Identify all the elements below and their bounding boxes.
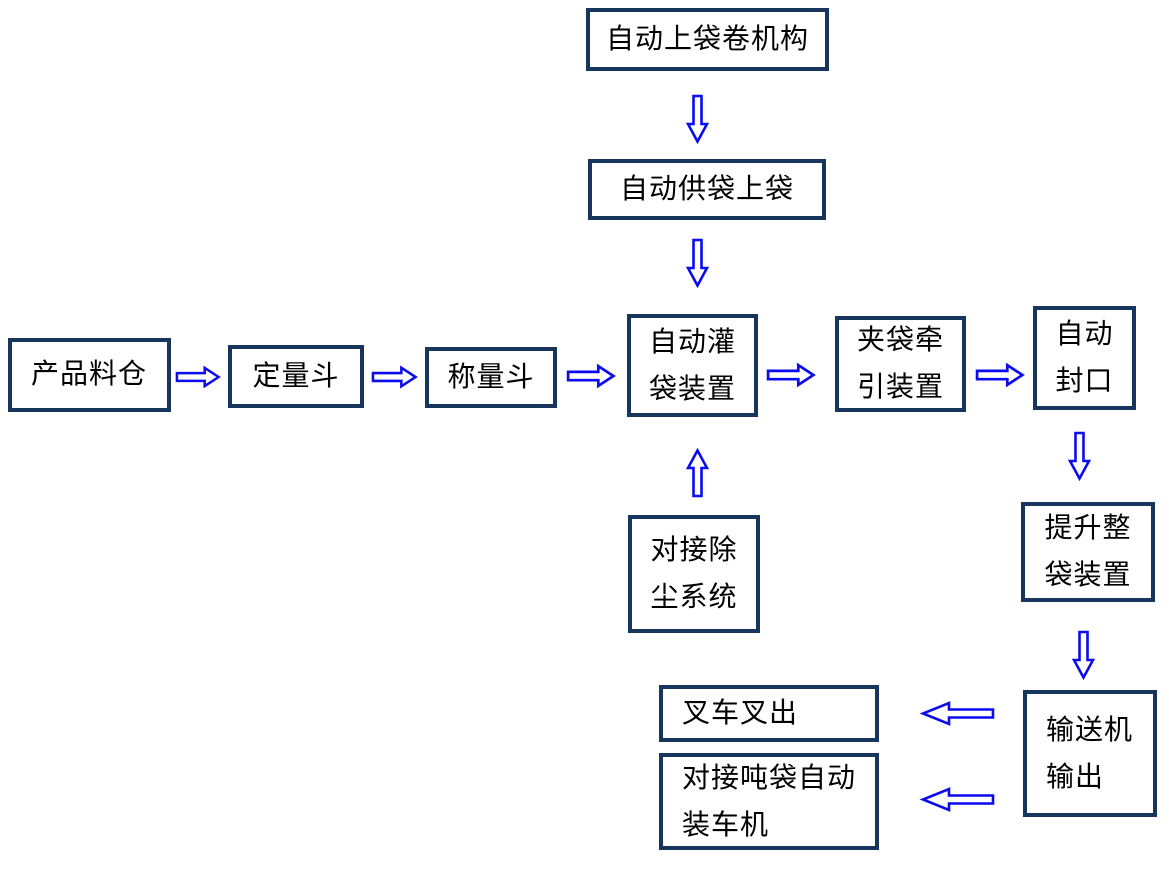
flow-arrow-right-icon bbox=[975, 362, 1025, 388]
node-label: 输出 bbox=[1046, 761, 1105, 793]
node-label-group: 产品料仓 bbox=[31, 358, 147, 392]
node-label: 尘系统 bbox=[650, 582, 738, 613]
flow-arrow-down-icon bbox=[1072, 630, 1095, 680]
node-label-group: 对接除 尘系统 bbox=[650, 527, 737, 621]
node-label: 产品料仓 bbox=[31, 359, 148, 390]
node-label: 叉车叉出 bbox=[682, 697, 799, 729]
node-dust-removal-system: 对接除 尘系统 bbox=[628, 515, 760, 633]
node-label: 对接吨袋自动 bbox=[682, 762, 857, 794]
node-label-group: 称量斗 bbox=[447, 361, 534, 395]
flow-arrow-right-icon bbox=[175, 365, 221, 389]
node-label-group: 自动 封口 bbox=[1055, 311, 1113, 405]
node-dosing-hopper: 定量斗 bbox=[228, 345, 364, 408]
node-label: 封口 bbox=[1055, 366, 1114, 397]
flow-arrow-right-icon bbox=[371, 365, 418, 389]
flow-arrow-down-icon bbox=[1068, 431, 1091, 482]
node-weighing-hopper: 称量斗 bbox=[425, 347, 557, 408]
node-label: 定量斗 bbox=[252, 360, 340, 392]
node-auto-sealing: 自动 封口 bbox=[1033, 306, 1136, 410]
node-label-group: 自动上袋卷机构 bbox=[606, 23, 809, 57]
node-forklift-out: 叉车叉出 bbox=[659, 685, 879, 742]
node-bag-clamp-traction-device: 夹袋牵 引装置 bbox=[835, 316, 966, 412]
node-label: 称量斗 bbox=[447, 361, 535, 393]
node-label-group: 自动灌 袋装置 bbox=[649, 319, 736, 413]
node-bag-roll-mechanism: 自动上袋卷机构 bbox=[586, 8, 829, 71]
flow-arrow-left-icon bbox=[919, 701, 995, 726]
node-label-group: 定量斗 bbox=[252, 360, 339, 394]
node-label: 袋装置 bbox=[648, 373, 736, 405]
flow-arrow-up-icon bbox=[686, 448, 709, 498]
node-label-group: 输送机 输出 bbox=[1046, 707, 1133, 801]
node-label-group: 自动供袋上袋 bbox=[620, 173, 794, 207]
node-ton-bag-truck-loader: 对接吨袋自动 装车机 bbox=[659, 753, 879, 850]
node-label: 自动供袋上袋 bbox=[619, 173, 794, 205]
node-label: 装车机 bbox=[682, 809, 770, 841]
flow-arrow-down-icon bbox=[686, 94, 709, 144]
node-label: 自动灌 bbox=[648, 326, 736, 358]
node-conveyor-output: 输送机 输出 bbox=[1023, 690, 1157, 817]
node-label: 夹袋牵 bbox=[856, 325, 944, 356]
flow-arrow-right-icon bbox=[766, 362, 816, 388]
node-label-group: 夹袋牵 引装置 bbox=[857, 317, 944, 411]
node-label-group: 对接吨袋自动 装车机 bbox=[682, 755, 856, 849]
node-label: 自动上袋卷机构 bbox=[605, 23, 809, 55]
node-bag-supply: 自动供袋上袋 bbox=[588, 159, 826, 220]
flow-arrow-down-icon bbox=[686, 238, 709, 288]
node-label: 袋装置 bbox=[1044, 560, 1132, 591]
flow-arrow-left-icon bbox=[919, 787, 995, 812]
node-label: 输送机 bbox=[1046, 714, 1134, 746]
node-bag-lifting-device: 提升整 袋装置 bbox=[1021, 502, 1155, 602]
node-label: 对接除 bbox=[650, 535, 738, 566]
node-label-group: 叉车叉出 bbox=[682, 697, 798, 731]
flow-arrow-right-icon bbox=[566, 363, 616, 389]
node-label: 引装置 bbox=[856, 372, 944, 403]
node-label: 自动 bbox=[1055, 319, 1114, 350]
node-label-group: 提升整 袋装置 bbox=[1044, 505, 1131, 599]
node-product-silo: 产品料仓 bbox=[8, 338, 171, 412]
node-label: 提升整 bbox=[1044, 513, 1132, 544]
node-auto-filling-device: 自动灌 袋装置 bbox=[627, 314, 758, 417]
